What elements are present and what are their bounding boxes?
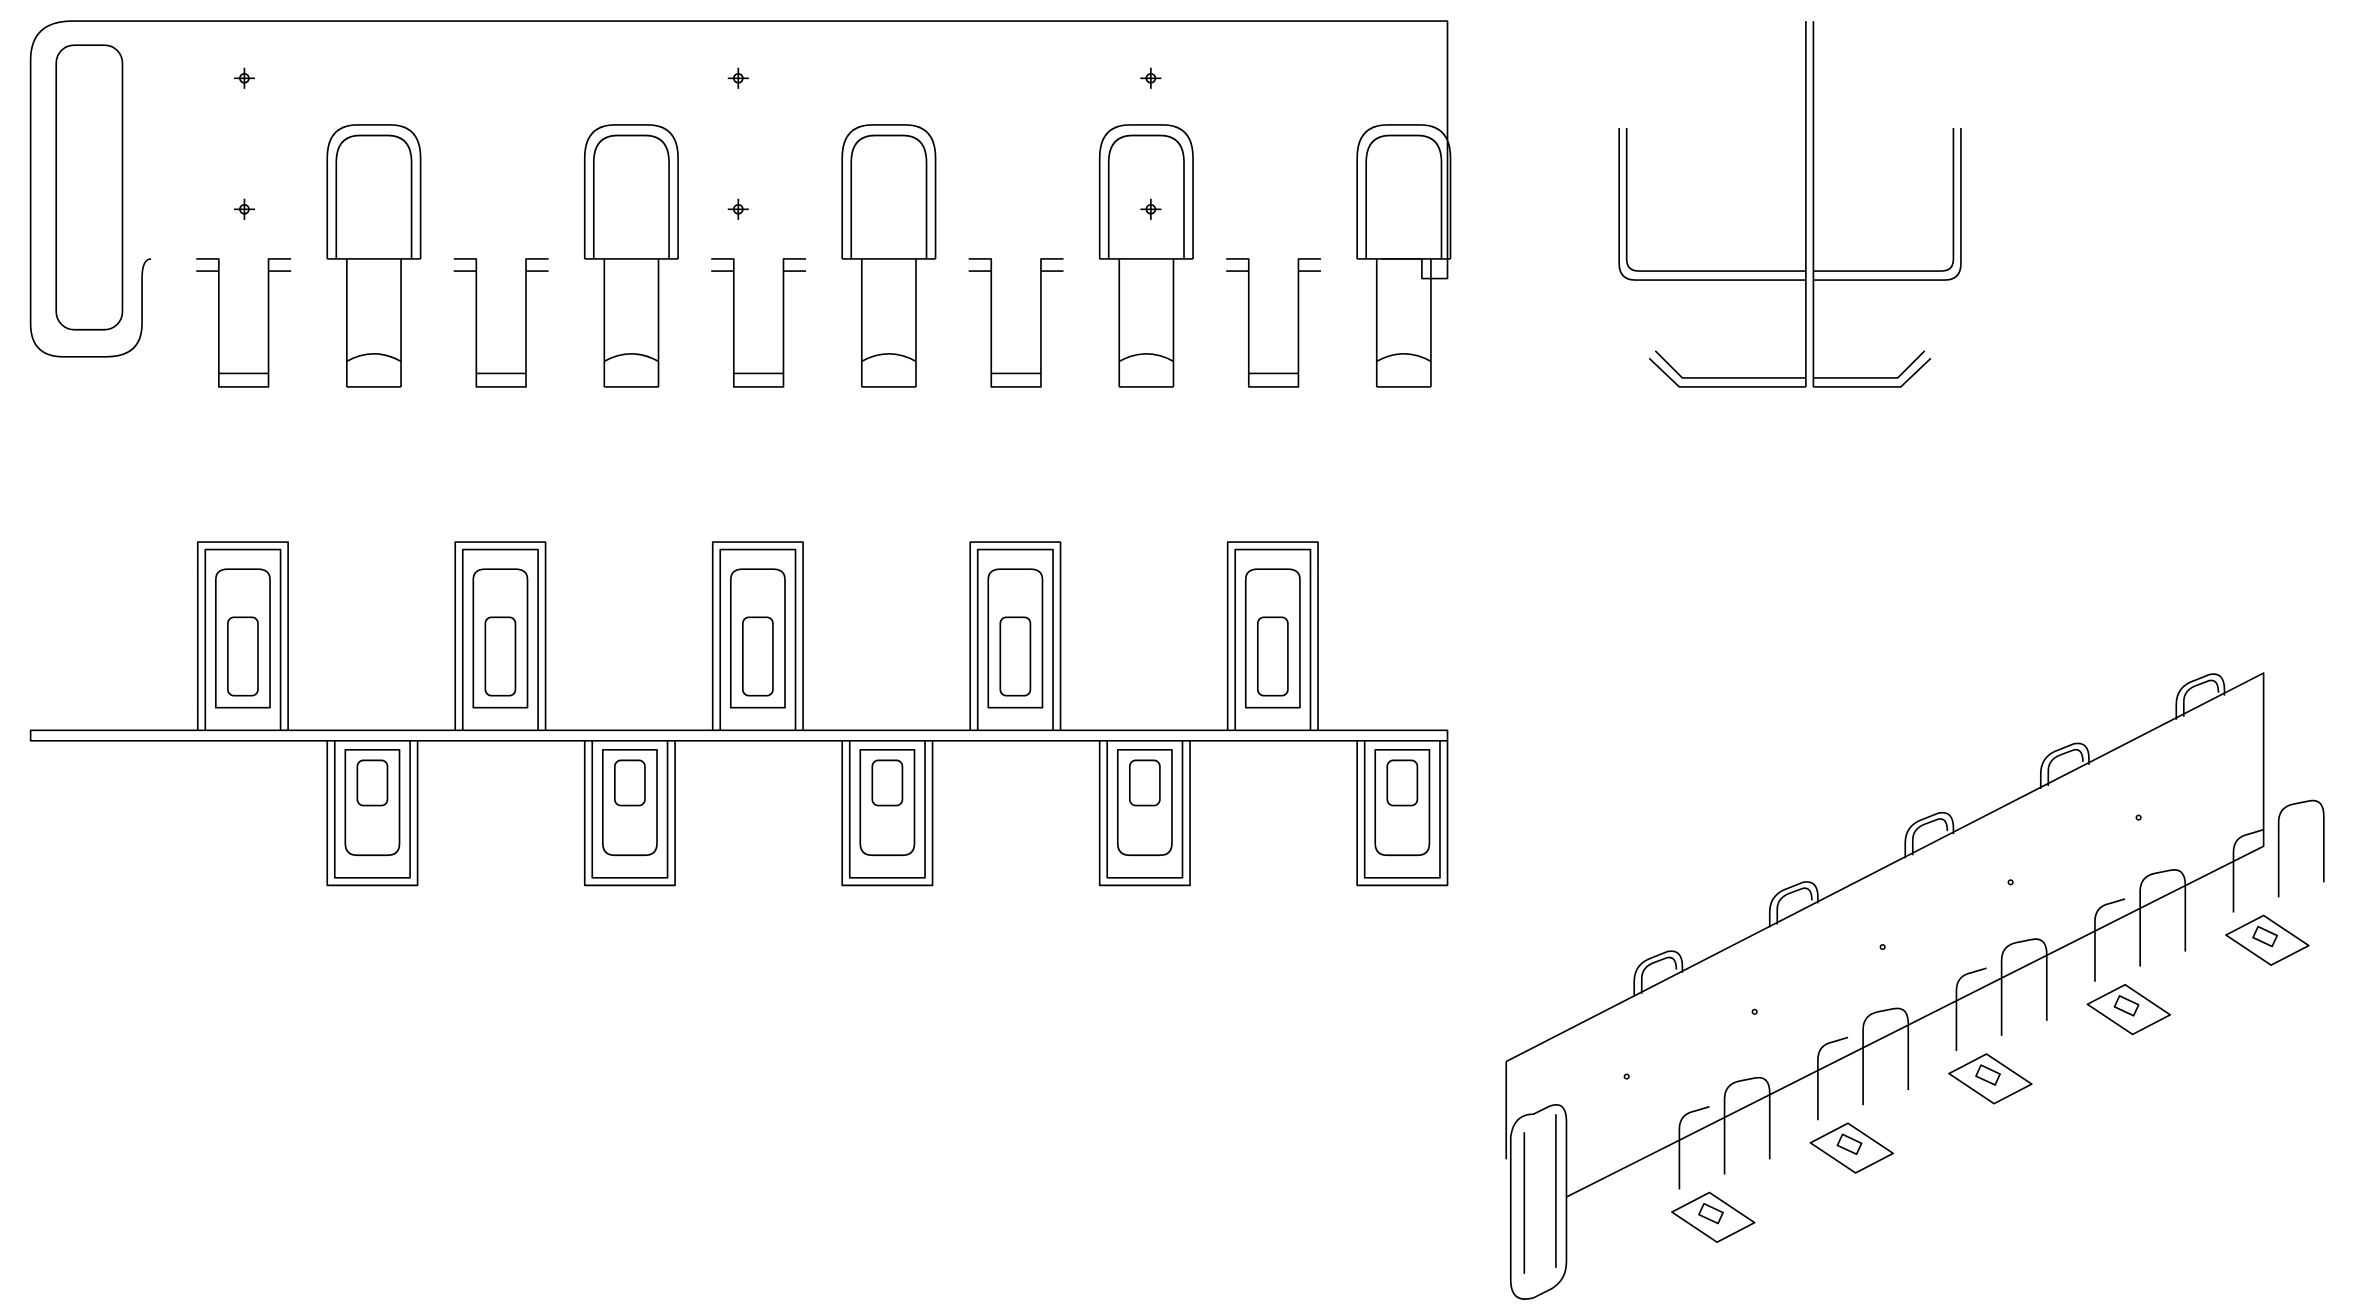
top-lower-clip — [326, 740, 419, 887]
side-view — [1618, 21, 1962, 388]
iso-lower-hook — [1671, 1076, 1771, 1244]
top-lower-slot — [1128, 759, 1161, 807]
iso-hole — [1623, 1073, 1630, 1080]
iso-top-hook — [2039, 742, 2090, 789]
crosshair-mark — [1140, 67, 1162, 89]
front-hook — [1356, 124, 1452, 388]
top-plate — [29, 729, 1449, 742]
crosshair-mark — [727, 198, 749, 220]
iso-hole — [2007, 879, 2014, 886]
top-upper-clip — [711, 541, 804, 731]
top-lower-slot — [1386, 759, 1419, 807]
front-hook — [326, 124, 422, 388]
iso-prong-slot — [2252, 925, 2279, 948]
iso-handle — [1509, 1104, 1568, 1300]
top-upper-slot — [227, 616, 259, 697]
iso-hole — [1879, 944, 1886, 951]
iso-lower-hook — [2225, 799, 2325, 966]
crosshair-mark — [732, 203, 744, 215]
iso-prong-slot — [1836, 1133, 1863, 1156]
iso-lower-hook — [1948, 938, 2048, 1105]
top-lower-clip — [583, 740, 676, 887]
top-upper-clip — [196, 541, 289, 731]
front-hook — [1098, 124, 1194, 388]
iso-hole — [1751, 1008, 1758, 1015]
crosshair-mark — [727, 67, 749, 89]
front-prong — [968, 258, 1064, 388]
top-upper-clip — [969, 541, 1062, 731]
top-lower-slot — [356, 759, 389, 807]
iso-prong-slot — [1698, 1202, 1724, 1225]
iso-hole — [2135, 814, 2142, 821]
top-upper-slot — [484, 616, 517, 697]
top-upper-clip — [454, 541, 547, 731]
top-lower-clip — [1356, 740, 1449, 887]
crosshair-mark — [1145, 72, 1157, 84]
iso-top-hook — [2175, 673, 2226, 720]
side-lower-bracket — [1648, 350, 1932, 388]
iso-top-hook — [1633, 950, 1684, 997]
crosshair-mark — [1140, 198, 1162, 220]
top-lower-clip — [1098, 740, 1191, 887]
isometric-view — [1505, 672, 2325, 1300]
iso-lower-hook — [1809, 1007, 1910, 1174]
handle-slot — [55, 44, 124, 331]
top-view — [29, 541, 1449, 887]
crosshair-mark — [233, 198, 255, 220]
top-upper-slot — [742, 616, 774, 697]
front-view — [29, 20, 1452, 388]
front-hook — [841, 124, 937, 388]
side-center-web — [1805, 21, 1815, 387]
top-lower-slot — [614, 759, 646, 807]
top-upper-slot — [1256, 616, 1289, 697]
top-upper-slot — [999, 616, 1032, 697]
iso-prong-slot — [2113, 995, 2140, 1017]
crosshair-mark — [239, 72, 250, 84]
front-prong — [711, 258, 807, 388]
iso-top-hook — [1768, 881, 1819, 928]
iso-prong-slot — [1975, 1064, 2001, 1086]
front-prong — [1226, 258, 1322, 388]
front-prong — [196, 258, 292, 388]
front-hook — [583, 124, 679, 388]
crosshair-mark — [732, 72, 744, 84]
iso-lower-hook — [2086, 869, 2187, 1036]
iso-top-hook — [1904, 811, 1955, 859]
top-lower-clip — [841, 740, 934, 887]
side-upper-bracket — [1618, 127, 1962, 281]
crosshair-mark — [233, 67, 255, 89]
front-prong — [453, 258, 549, 388]
top-upper-clip — [1226, 541, 1319, 731]
top-lower-slot — [871, 759, 904, 807]
iso-plate — [1505, 672, 2265, 1198]
crosshair-mark — [1145, 203, 1157, 215]
crosshair-mark — [239, 203, 250, 215]
